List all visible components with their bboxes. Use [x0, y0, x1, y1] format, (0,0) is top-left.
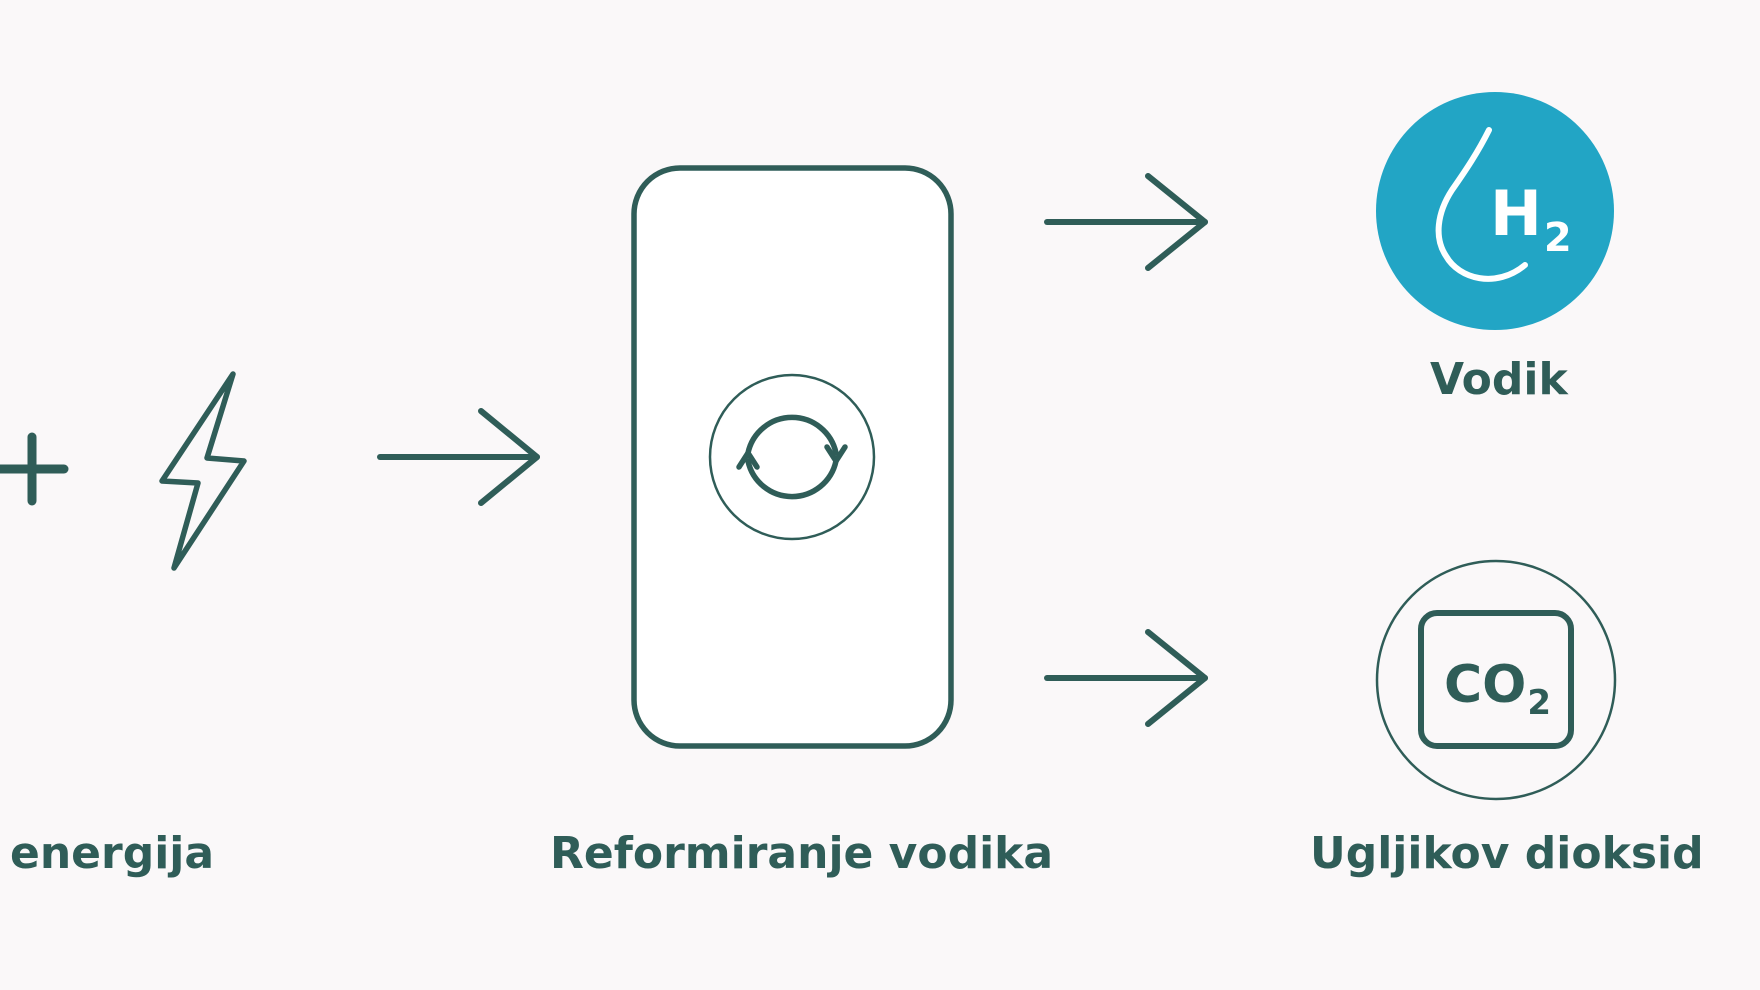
input-arrow-icon [377, 408, 540, 506]
water-drop-icon [1435, 127, 1528, 282]
co2-circle [1375, 559, 1617, 801]
lightning-bolt-icon [159, 371, 247, 571]
plus-icon [0, 432, 69, 506]
h2-formula: H2 [1490, 177, 1572, 261]
output-arrow-h2-icon [1044, 173, 1208, 271]
reforming-label: Reformiranje vodika [550, 828, 1054, 879]
co2-formula: CO2 [1444, 655, 1551, 723]
reformer-box [631, 165, 954, 749]
output-arrow-co2-icon [1044, 629, 1208, 727]
energy-label: energija [10, 828, 215, 879]
co2-box-icon [1418, 610, 1574, 749]
hydrogen-circle [1376, 92, 1614, 330]
co2-icon: CO2 [1375, 559, 1617, 801]
co2-label: Ugljikov dioksid [1310, 828, 1704, 879]
hydrogen-label: Vodik [1430, 354, 1568, 405]
cycle-arrows-icon [708, 373, 876, 541]
hydrogen-icon: H2 [1376, 92, 1614, 330]
